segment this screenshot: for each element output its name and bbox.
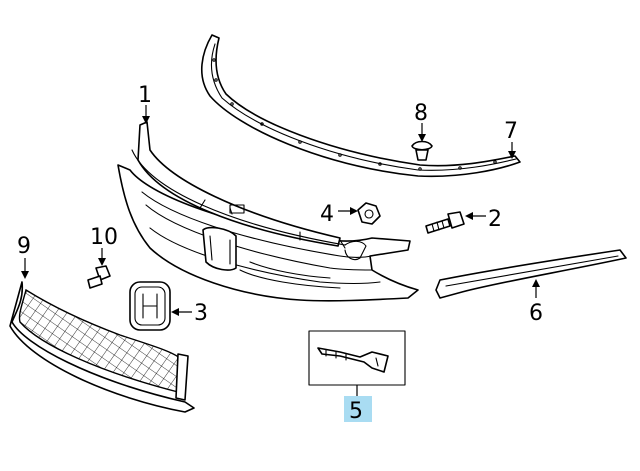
- callout-1: 1: [138, 83, 152, 108]
- callout-9: 9: [17, 234, 31, 259]
- callout-7-group: 7: [504, 119, 518, 159]
- side-molding: 6: [435, 249, 627, 326]
- emblem-part: 3: [129, 281, 208, 331]
- callout-5-highlight: [344, 396, 372, 422]
- callout-4: 4: [320, 202, 334, 227]
- callout-5: 5: [349, 399, 363, 424]
- callout-10: 10: [90, 225, 118, 250]
- part-5-inset: 5: [308, 330, 406, 424]
- callout-8: 8: [414, 101, 428, 126]
- grille-base: 1: [117, 83, 419, 302]
- clip-part: 8: [411, 101, 433, 161]
- callout-7: 7: [504, 119, 518, 144]
- lower-mesh-grille: 9: [9, 234, 195, 413]
- nut-part: 4: [320, 202, 381, 227]
- screw-part: 10: [87, 225, 118, 289]
- bolt-part: 2: [425, 207, 502, 234]
- callout-6: 6: [529, 301, 543, 326]
- upper-molding-strip: [200, 34, 521, 178]
- callout-2: 2: [488, 207, 502, 232]
- callout-3: 3: [194, 301, 208, 326]
